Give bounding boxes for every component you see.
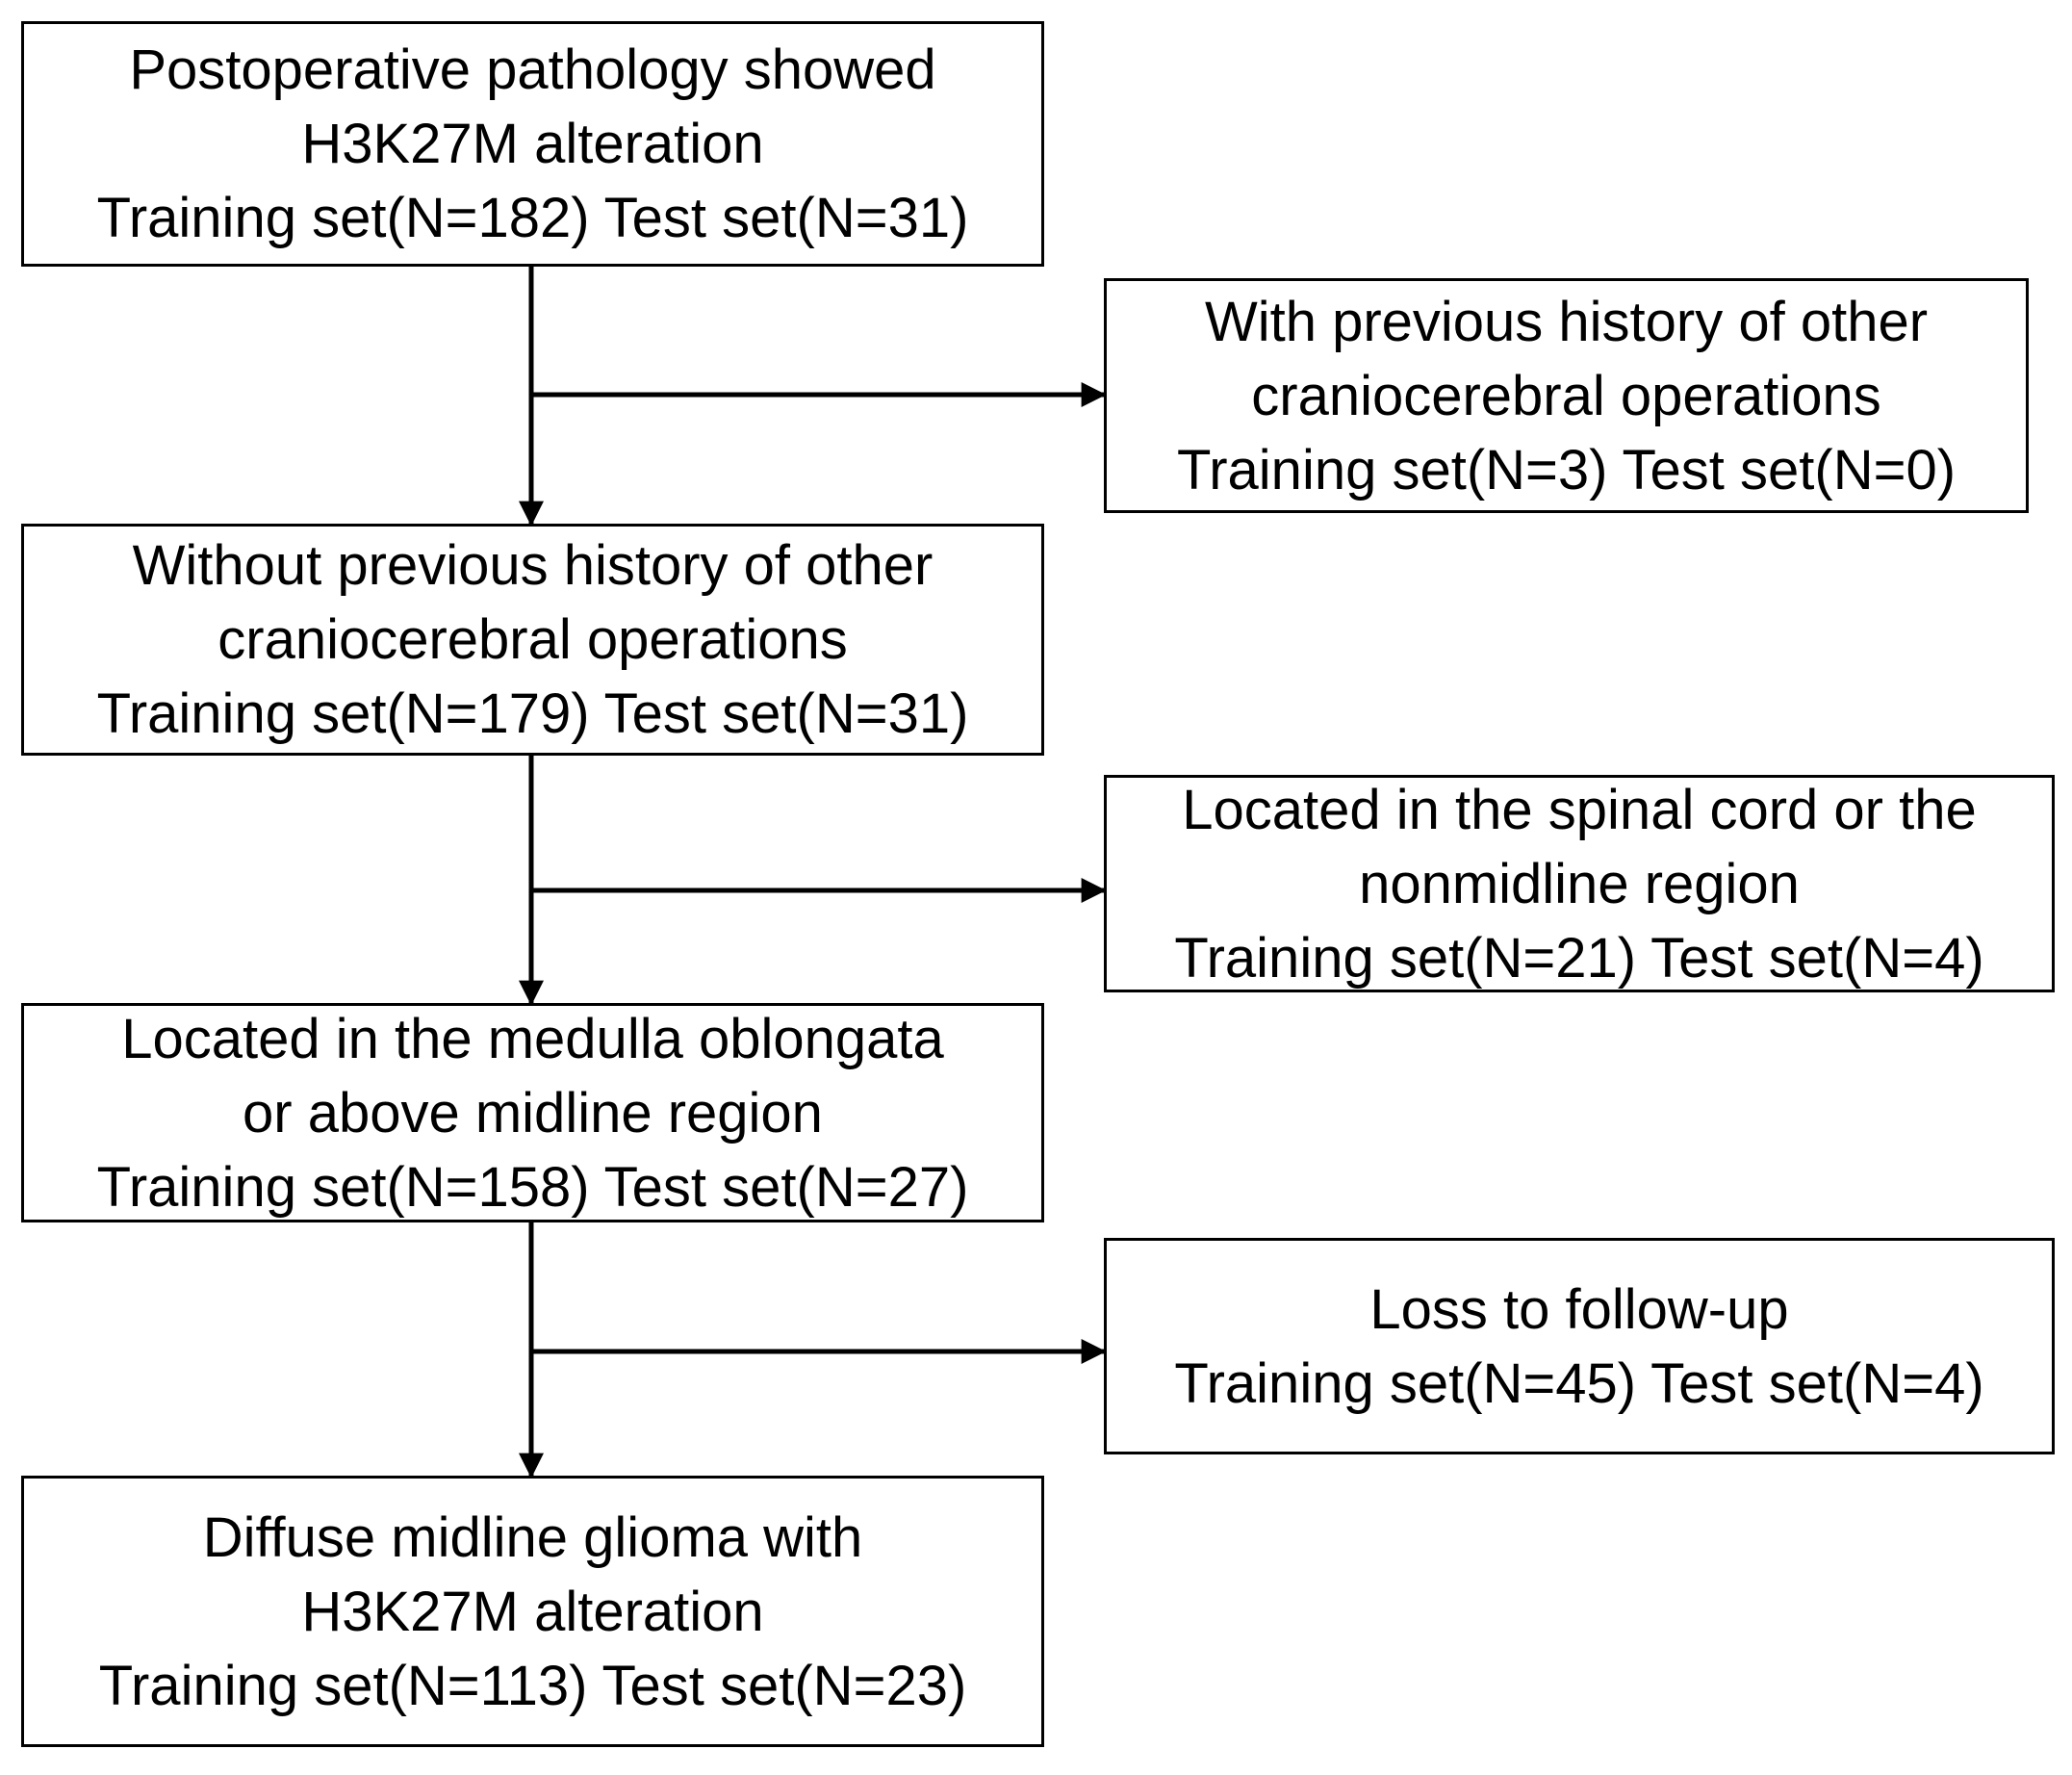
box-line: Training set(N=45) Test set(N=4) bbox=[1174, 1351, 1984, 1415]
box-line: H3K27M alteration bbox=[301, 113, 764, 175]
box-line: Training set(N=3) Test set(N=0) bbox=[1176, 438, 1957, 502]
flow-box-medulla-above-midline: Located in the medulla oblongata or abov… bbox=[21, 1003, 1044, 1222]
box-line: craniocerebral operations bbox=[1251, 364, 1881, 427]
box-line: Diffuse midline glioma with bbox=[202, 1505, 863, 1569]
flow-box-final-dmg-h3k27m: Diffuse midline glioma with H3K27M alter… bbox=[21, 1476, 1044, 1747]
flow-box-excluded-previous-operations: With previous history of other craniocer… bbox=[1104, 278, 2029, 513]
box-line: nonmidline region bbox=[1359, 852, 1800, 915]
box-line: or above midline region bbox=[243, 1081, 823, 1145]
box-line: Located in the medulla oblongata bbox=[121, 1007, 944, 1070]
flow-box-excluded-spinal-nonmidline: Located in the spinal cord or the nonmid… bbox=[1104, 775, 2055, 992]
flow-box-postoperative-h3k27m: Postoperative pathology showed H3K27M al… bbox=[21, 21, 1044, 267]
box-line: Without previous history of other bbox=[132, 534, 934, 597]
box-line: craniocerebral operations bbox=[217, 608, 848, 671]
flow-box-without-previous-operations: Without previous history of other cranio… bbox=[21, 524, 1044, 756]
box-line: Postoperative pathology showed bbox=[129, 39, 936, 101]
box-line: H3K27M alteration bbox=[301, 1580, 764, 1643]
box-line: Loss to follow-up bbox=[1369, 1277, 1789, 1341]
box-line: Located in the spinal cord or the bbox=[1182, 778, 1977, 841]
box-line: Training set(N=182) Test set(N=31) bbox=[96, 187, 969, 249]
box-line: Training set(N=21) Test set(N=4) bbox=[1174, 926, 1984, 990]
box-line: Training set(N=179) Test set(N=31) bbox=[96, 682, 969, 745]
box-line: With previous history of other bbox=[1204, 290, 1929, 353]
box-line: Training set(N=113) Test set(N=23) bbox=[98, 1654, 967, 1717]
flow-box-excluded-loss-follow-up: Loss to follow-up Training set(N=45) Tes… bbox=[1104, 1238, 2055, 1454]
box-line: Training set(N=158) Test set(N=27) bbox=[96, 1155, 969, 1219]
